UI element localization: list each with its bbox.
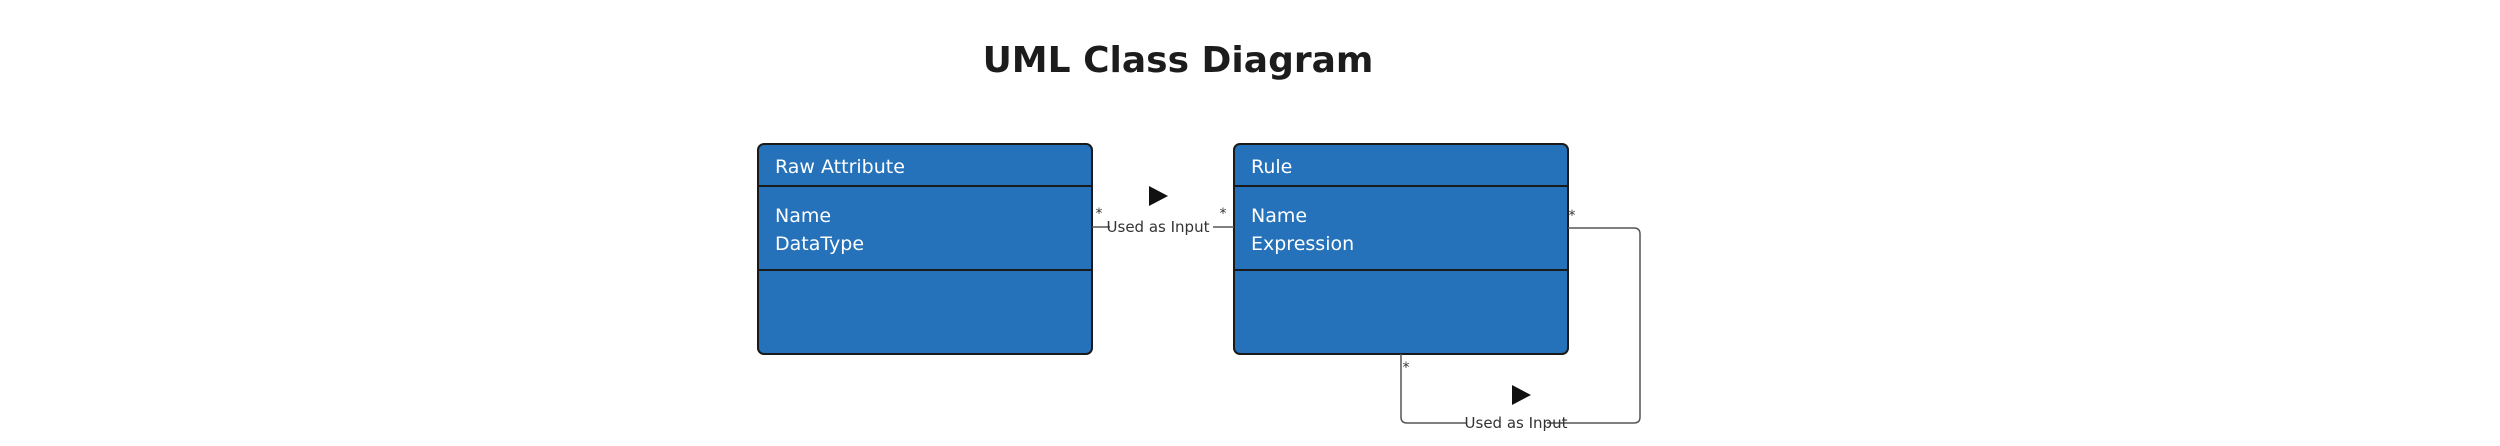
association-label: Used as Input xyxy=(1465,414,1568,432)
class-box-rule[interactable]: Rule Name Expression xyxy=(1233,143,1569,355)
class-attribute: Name xyxy=(775,205,831,227)
association-rule-self[interactable]: Used as Input * * xyxy=(1400,208,1641,432)
right-triangle-icon xyxy=(1512,385,1531,405)
class-attribute: DataType xyxy=(775,233,864,255)
association-raw-attribute-to-rule[interactable]: Used as Input * * xyxy=(1092,186,1234,236)
class-name-rule: Rule xyxy=(1251,156,1292,178)
association-line xyxy=(1400,354,1467,424)
class-attribute: Expression xyxy=(1251,233,1354,255)
class-attribute: Name xyxy=(1251,205,1307,227)
class-name-raw-attribute: Raw Attribute xyxy=(775,156,905,178)
right-triangle-icon xyxy=(1149,186,1168,206)
class-box-raw-attribute[interactable]: Raw Attribute Name DataType xyxy=(757,143,1093,355)
multiplicity-label: * xyxy=(1403,360,1410,376)
multiplicity-label: * xyxy=(1220,206,1227,222)
diagram-title: UML Class Diagram xyxy=(983,40,1374,81)
class-box-raw-attribute-frame xyxy=(757,143,1093,355)
multiplicity-label: * xyxy=(1569,208,1576,224)
association-label: Used as Input xyxy=(1107,218,1210,236)
multiplicity-label: * xyxy=(1096,206,1103,222)
association-line xyxy=(1547,227,1641,424)
